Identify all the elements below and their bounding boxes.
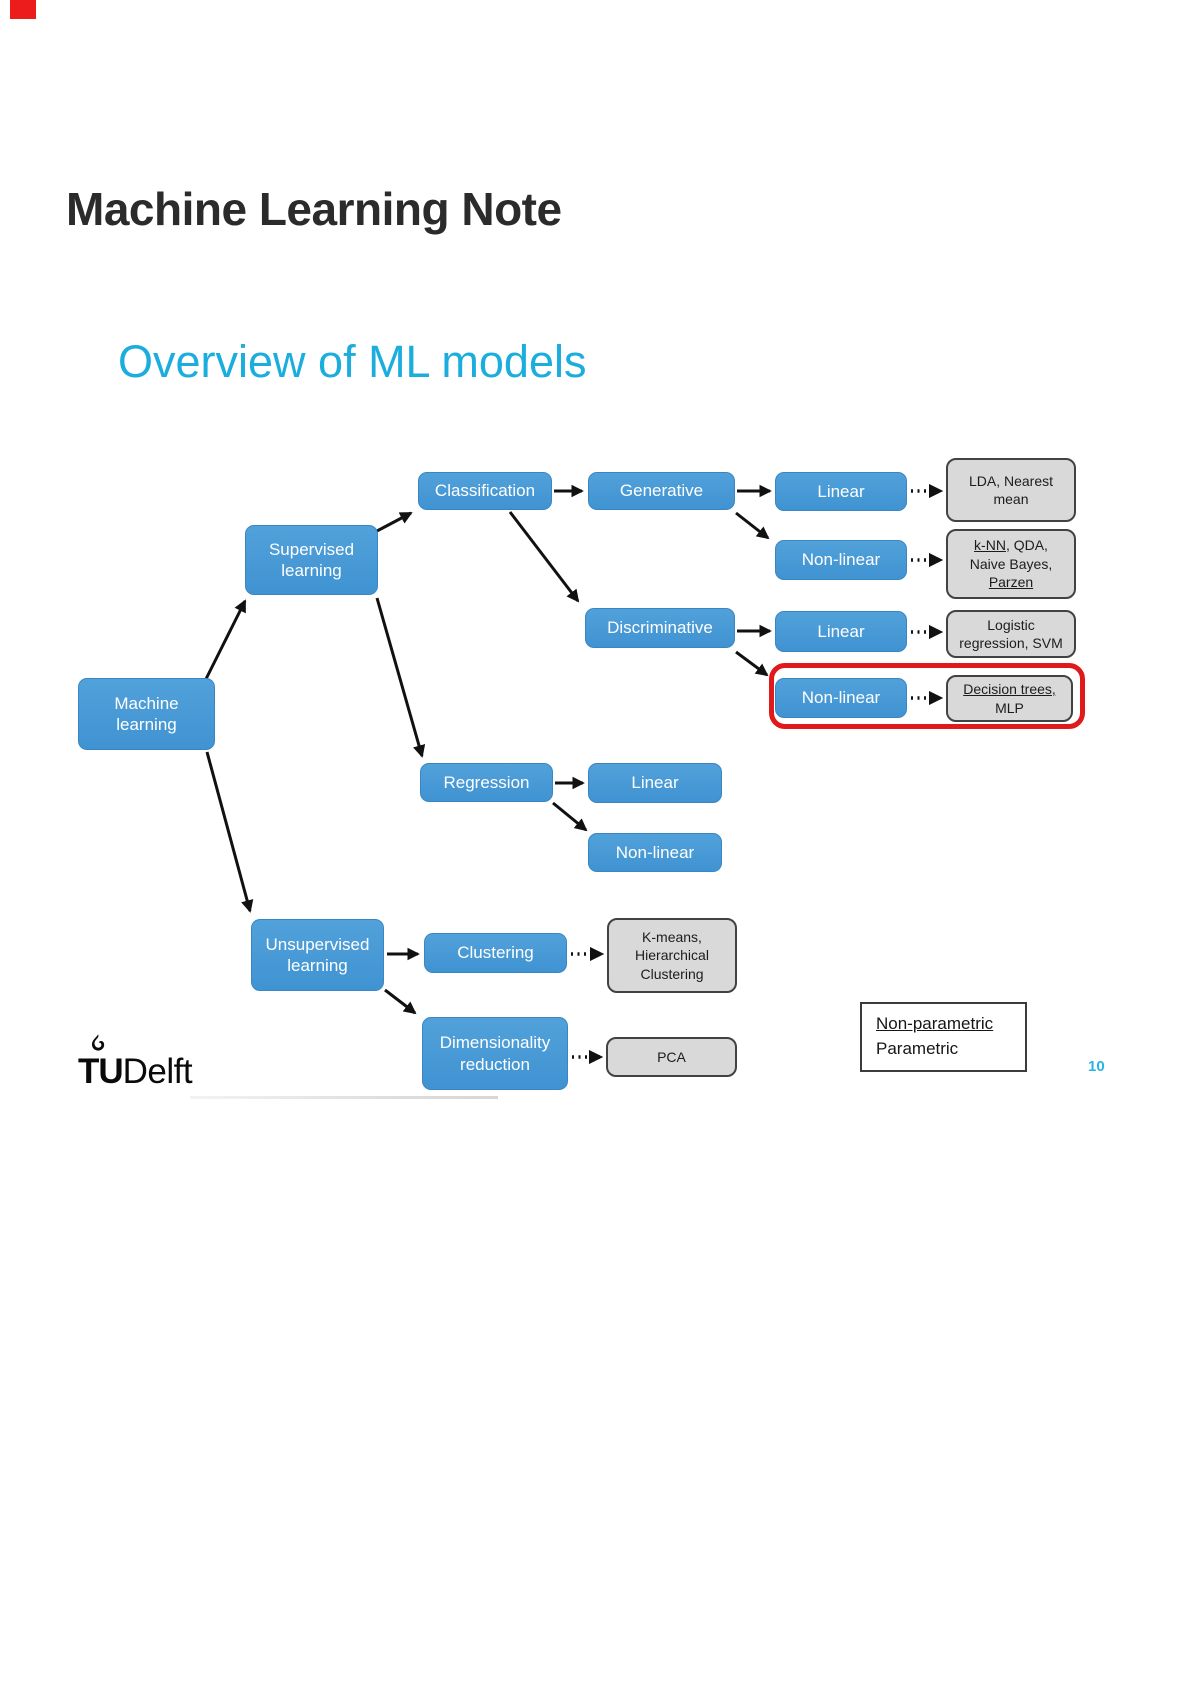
node-label-line: Non-linear bbox=[615, 842, 695, 862]
node-label-line: PCA bbox=[657, 1048, 686, 1066]
node-label-segment: Decision trees, bbox=[963, 681, 1056, 698]
node-label-line: Decision trees, bbox=[963, 680, 1056, 698]
node-label-line: learning bbox=[116, 715, 177, 734]
node-label-line: Dimensionality bbox=[439, 1033, 551, 1053]
node-label-line: Parzen bbox=[989, 573, 1033, 591]
node-label-line: Clustering bbox=[457, 943, 534, 963]
node-label-line: learning bbox=[287, 956, 348, 975]
footer-line bbox=[190, 1096, 498, 1099]
node-label-line: Hierarchical bbox=[635, 946, 709, 964]
node-classification: Classification bbox=[418, 472, 552, 510]
node-label-segment: , QDA, bbox=[1005, 537, 1048, 554]
solid-arrow bbox=[384, 988, 417, 1015]
node-label-segment: Clustering bbox=[640, 965, 704, 982]
node-non-linear-discriminative: Non-linear bbox=[775, 678, 907, 718]
node-non-linear-generative: Non-linear bbox=[775, 540, 907, 580]
node-label-segment: Parzen bbox=[988, 574, 1034, 591]
node-label-segment: Naive Bayes, bbox=[969, 555, 1053, 572]
node-label-line: LDA, Nearest bbox=[969, 472, 1053, 490]
node-label-segment: PCA bbox=[657, 1048, 686, 1065]
node-clustering: Clustering bbox=[424, 933, 567, 973]
node-label-line: mean bbox=[993, 490, 1028, 508]
logo-delft-text: Delft bbox=[122, 1052, 193, 1091]
node-label-segment: LDA, Nearest bbox=[968, 472, 1054, 489]
node-linear-generative: Linear bbox=[775, 472, 907, 511]
node-label-line: Regression bbox=[443, 772, 530, 792]
solid-arrow bbox=[552, 801, 588, 832]
node-label-segment: Logistic bbox=[987, 616, 1035, 633]
solid-arrow bbox=[204, 599, 247, 680]
node-label-segment: regression, SVM bbox=[959, 635, 1063, 651]
node-label-line: Linear bbox=[631, 773, 679, 793]
node-label-line: Machine bbox=[114, 693, 179, 713]
tu-delft-wordmark: TUDelft bbox=[78, 1052, 193, 1092]
node-label-segment: Non-parametric bbox=[876, 1014, 994, 1034]
node-label-line: Classification bbox=[434, 481, 536, 501]
node-machine-learning: Machine learning bbox=[78, 678, 215, 750]
logo-tu-text: TU bbox=[78, 1052, 124, 1091]
node-label-segment: mean bbox=[993, 491, 1029, 507]
node-label-line: Supervised bbox=[268, 539, 355, 559]
node-unsupervised-learning: Unsupervised learning bbox=[251, 919, 384, 991]
node-label-segment: Parametric bbox=[876, 1039, 959, 1058]
node-label-line: Generative bbox=[619, 481, 704, 501]
node-label-segment: Hierarchical bbox=[635, 947, 709, 964]
slide-heading: Overview of ML models bbox=[118, 336, 587, 387]
node-label-line: Linear bbox=[817, 481, 865, 501]
node-label-line: Linear bbox=[817, 621, 865, 641]
solid-arrow bbox=[735, 650, 769, 677]
node-decision-trees-mlp: Decision trees,MLP bbox=[946, 675, 1073, 722]
node-label-line: Non-linear bbox=[801, 688, 881, 708]
node-label-segment: K-means, bbox=[642, 928, 702, 945]
page-number: 10 bbox=[1088, 1058, 1105, 1075]
node-label-line: Discriminative bbox=[607, 618, 713, 638]
node-label-line: k-NN, QDA, bbox=[974, 536, 1048, 554]
node-logistic-regression-svm: Logistic regression, SVM bbox=[946, 610, 1076, 658]
node-supervised-learning: Supervised learning bbox=[245, 525, 378, 595]
node-label-line: MLP bbox=[995, 699, 1024, 717]
node-label-line: Naive Bayes, bbox=[970, 555, 1052, 573]
flame-icon bbox=[91, 1034, 105, 1051]
node-label-segment: MLP bbox=[995, 699, 1024, 716]
tu-delft-logo: TUDelft bbox=[78, 1034, 218, 1094]
node-label-line: Logistic bbox=[987, 616, 1034, 634]
node-label-line: Non-parametric bbox=[876, 1012, 993, 1037]
node-regression: Regression bbox=[420, 763, 553, 802]
solid-arrow bbox=[508, 511, 580, 603]
node-label-line: Clustering bbox=[640, 965, 703, 983]
solid-arrow bbox=[376, 511, 413, 533]
node-pca: PCA bbox=[606, 1037, 737, 1077]
page-title: Machine Learning Note bbox=[66, 183, 562, 235]
node-label-line: Unsupervised bbox=[265, 934, 370, 954]
node-discriminative: Discriminative bbox=[585, 608, 735, 648]
node-non-linear-regression: Non-linear bbox=[588, 833, 722, 872]
node-label-segment: k-NN bbox=[974, 537, 1006, 554]
node-linear-discriminative: Linear bbox=[775, 611, 907, 652]
node-lda-nearest-mean: LDA, Nearest mean bbox=[946, 458, 1076, 522]
solid-arrow bbox=[735, 511, 770, 540]
node-label-line: Parametric bbox=[876, 1037, 958, 1062]
node-label-line: reduction bbox=[460, 1054, 530, 1074]
solid-arrow bbox=[375, 597, 426, 758]
node-label-line: K-means, bbox=[642, 928, 702, 946]
node-linear-regression: Linear bbox=[588, 763, 722, 803]
node-label-line: regression, SVM bbox=[959, 634, 1062, 652]
red-corner-mark bbox=[10, 0, 36, 19]
node-label-line: learning bbox=[281, 561, 342, 580]
node-knn-qda-naive-bayes-parzen: k-NN, QDA,Naive Bayes, Parzen bbox=[946, 529, 1076, 599]
highlight-box bbox=[769, 663, 1085, 729]
node-label-line: Non-linear bbox=[801, 550, 881, 570]
node-generative: Generative bbox=[588, 472, 735, 510]
solid-arrow bbox=[205, 751, 254, 913]
